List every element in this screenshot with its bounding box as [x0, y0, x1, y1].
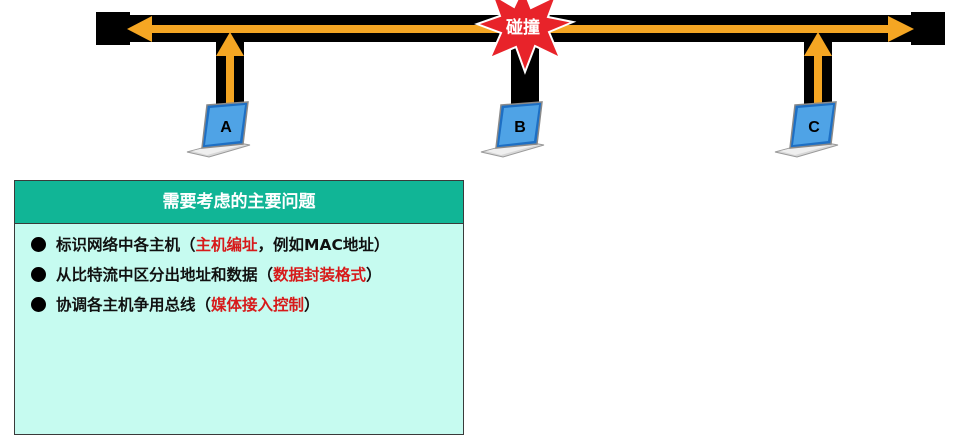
- signal-arrow-up-c: [804, 32, 832, 114]
- item-rest: ）: [304, 296, 320, 314]
- key-issues-panel: 需要考虑的主要问题 标识网络中各主机（主机编址，例如MAC地址） 从比特流中区分…: [14, 180, 464, 435]
- list-item: 协调各主机争用总线（媒体接入控制）: [31, 290, 463, 320]
- item-highlight: 数据封装格式: [273, 266, 367, 284]
- item-text: 从比特流中区分出地址和数据: [56, 266, 258, 284]
- host-b-label: B: [514, 119, 526, 136]
- item-text: 标识网络中各主机: [56, 236, 181, 254]
- item-highlight: 主机编址: [195, 236, 258, 254]
- issues-list: 标识网络中各主机（主机编址，例如MAC地址） 从比特流中区分出地址和数据（数据封…: [15, 224, 463, 320]
- bullet-icon: [31, 297, 46, 312]
- signal-arrow-right: [520, 16, 914, 42]
- signal-arrow-up-a: [216, 32, 244, 114]
- item-paren-open: （: [180, 236, 196, 254]
- bullet-icon: [31, 237, 46, 252]
- item-paren-open: （: [195, 296, 212, 314]
- signal-arrow-left: [127, 16, 538, 42]
- host-c-label: C: [808, 119, 820, 136]
- collision-label: 碰撞: [506, 17, 540, 37]
- collision-burst: 碰撞: [474, 0, 577, 75]
- bus-terminator-right: [911, 12, 945, 45]
- list-item: 标识网络中各主机（主机编址，例如MAC地址）: [31, 230, 463, 260]
- host-c-laptop: C: [774, 101, 839, 158]
- item-rest: ）: [366, 266, 382, 284]
- host-b-laptop: B: [480, 101, 545, 158]
- host-a-laptop: A: [186, 101, 251, 158]
- item-paren-open: （: [257, 266, 274, 284]
- item-highlight: 媒体接入控制: [211, 296, 305, 314]
- host-a-label: A: [220, 119, 232, 136]
- item-text: 协调各主机争用总线: [56, 296, 196, 314]
- bullet-icon: [31, 267, 46, 282]
- item-rest: ，例如MAC地址）: [257, 236, 390, 254]
- list-item: 从比特流中区分出地址和数据（数据封装格式）: [31, 260, 463, 290]
- panel-title: 需要考虑的主要问题: [15, 181, 463, 224]
- bus-terminator-left: [96, 12, 130, 45]
